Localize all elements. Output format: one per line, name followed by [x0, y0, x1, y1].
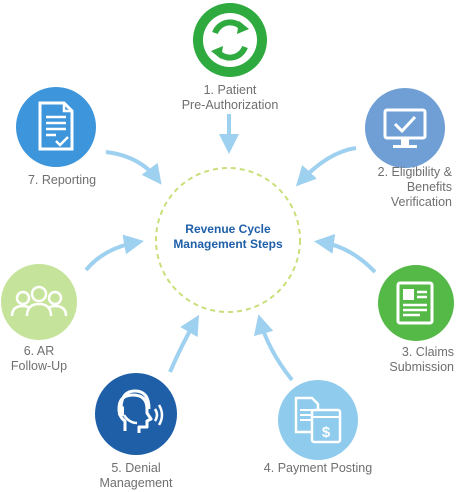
step-6-label-line2: Follow-Up: [10, 359, 68, 373]
headset-agent-icon: [117, 389, 164, 433]
step-3-label-line2: Submission: [389, 360, 454, 374]
arrow-from-step-2: [295, 146, 357, 187]
recycle-arrows-icon: [203, 13, 257, 67]
arrow-from-step-3: [314, 233, 377, 274]
center-title-line1: Revenue Cycle: [185, 222, 271, 236]
svg-text:$: $: [322, 424, 331, 441]
center-ring: [155, 167, 301, 313]
step-6-label: 6. AR Follow-Up: [2, 344, 76, 374]
document-form-icon: [396, 281, 434, 325]
center-title-line2: Management Steps: [173, 237, 283, 251]
step-5-label-line1: 5. Denial: [111, 461, 161, 475]
step-3-label-line1: 3. Claims: [401, 345, 454, 359]
step-7-node: [16, 87, 96, 167]
step-7-label: 7. Reporting: [12, 173, 112, 188]
arrow-from-step-7: [105, 150, 162, 185]
step-4-label-line1: 4. Payment Posting: [263, 461, 373, 475]
arrow-from-step-4: [253, 314, 294, 382]
invoice-dollar-icon: $: [294, 396, 342, 444]
step-5-node: [95, 373, 177, 455]
step-1-label-line1: 1. Patient: [203, 83, 257, 97]
step-5-label-line2: Management: [99, 476, 173, 490]
step-6-label-line1: 6. AR: [23, 344, 55, 358]
step-3-label: 3. Claims Submission: [366, 345, 454, 375]
step-2-label-line3: Verification: [390, 195, 452, 209]
step-2-label-line1: 2. Eligibility &: [377, 165, 452, 179]
arrow-from-step-5: [168, 314, 200, 373]
step-6-node: [1, 264, 77, 340]
step-4-node: $: [278, 380, 358, 460]
step-2-label: 2. Eligibility & Benefits Verification: [340, 165, 452, 210]
checklist-report-icon: [38, 101, 74, 151]
center-title: Revenue Cycle Management Steps: [158, 222, 298, 252]
step-4-label: 4. Payment Posting: [252, 461, 384, 476]
arrow-from-step-6: [84, 234, 144, 272]
step-2-node: [365, 88, 445, 168]
people-group-icon: [10, 285, 68, 317]
step-1-node: [193, 3, 267, 77]
step-1-label: 1. Patient Pre-Authorization: [170, 83, 290, 113]
step-5-label: 5. Denial Management: [86, 461, 186, 491]
step-7-label-line1: 7. Reporting: [27, 173, 97, 187]
monitor-check-icon: [383, 108, 427, 148]
step-1-label-line2: Pre-Authorization: [181, 98, 279, 112]
step-2-label-line2: Benefits: [406, 180, 452, 194]
step-3-node: [378, 265, 454, 341]
